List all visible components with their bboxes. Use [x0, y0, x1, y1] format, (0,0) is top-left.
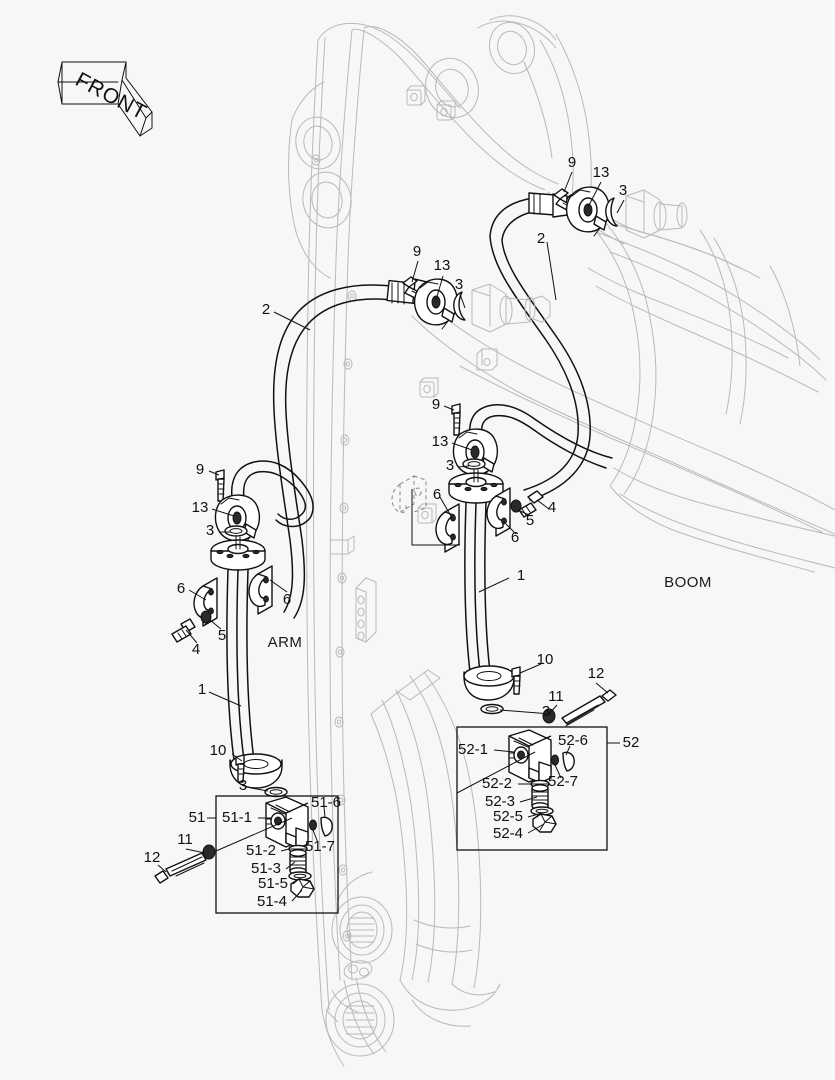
bolt-12-left	[154, 852, 207, 884]
callout-6-right-b: 6	[511, 529, 519, 546]
label-51-6: 51-6	[311, 794, 341, 811]
callout-2-top: 2	[537, 230, 545, 247]
label-51-5: 51-5	[258, 875, 288, 892]
callout-13-mid: 13	[434, 257, 451, 274]
part-51-5-oring	[288, 871, 312, 881]
callout-4-left: 4	[192, 641, 200, 658]
callout-9-top: 9	[568, 154, 576, 171]
bracket-6-alt-dashed	[391, 475, 427, 513]
oring-3-left-bottom	[264, 786, 288, 798]
detail-box-51-frame	[215, 795, 339, 914]
callout-9-mid: 9	[413, 243, 421, 260]
callout-3-right-clamp: 3	[446, 457, 454, 474]
cluster-left-pipe	[154, 469, 288, 884]
part-51-3-fitting	[289, 849, 307, 875]
label-52-3: 52-3	[485, 793, 515, 810]
oring-3-top	[605, 197, 618, 227]
bolt-9-left	[215, 469, 225, 502]
callout-4-right: 4	[548, 499, 556, 516]
label-52-6: 52-6	[558, 732, 588, 749]
detail-box-52-group	[456, 726, 608, 851]
oring-3-left	[224, 525, 248, 537]
coupling-body-mid	[471, 283, 551, 333]
bracket-6-left-b	[248, 565, 273, 615]
callout-5-left: 5	[218, 627, 226, 644]
part-51-1-valve-body	[265, 796, 309, 850]
washer-11-right	[542, 708, 556, 724]
label-52-group: 52	[623, 734, 640, 751]
callout-1-right: 1	[517, 567, 525, 584]
oring-3-mid	[453, 291, 466, 321]
callout-6-left-a: 6	[177, 580, 185, 597]
oring-3-right	[462, 458, 486, 470]
callout-6-right-a: 6	[433, 486, 441, 503]
section-label-boom: BOOM	[664, 574, 712, 591]
part-52-6-plug	[562, 751, 575, 772]
callout-9-right-clamp: 9	[432, 396, 440, 413]
callout-13-right-clamp: 13	[432, 433, 449, 450]
part-51-7-oring	[309, 819, 317, 831]
callout-9-left-clamp: 9	[196, 461, 204, 478]
pipe-flange-left	[210, 536, 266, 571]
machine-background-linework	[288, 15, 835, 1067]
bracket-6-right-a	[435, 503, 460, 553]
label-52-1: 52-1	[458, 741, 488, 758]
label-52-4: 52-4	[493, 825, 523, 842]
label-51-1: 51-1	[222, 809, 252, 826]
part-52-7-oring	[551, 754, 559, 766]
cluster-right-pipe	[448, 403, 617, 727]
washer-5-left	[200, 610, 212, 624]
callout-5-right: 5	[526, 512, 534, 529]
callout-12-right: 12	[588, 665, 605, 682]
bracket-cluster-right	[391, 475, 544, 553]
callout-11-right: 11	[548, 688, 564, 705]
callout-10-right: 10	[537, 651, 554, 668]
cluster-mid	[402, 276, 551, 333]
part-52-4-nut	[532, 813, 557, 833]
label-51-3: 51-3	[251, 860, 281, 877]
cluster-top-right	[553, 186, 688, 239]
bolt-9-right	[451, 403, 461, 436]
coupling-body-top	[625, 189, 688, 239]
callout-51: 51	[189, 809, 206, 826]
label-51-2: 51-2	[246, 842, 276, 859]
washer-11-left	[202, 844, 216, 860]
label-52-2: 52-2	[482, 775, 512, 792]
part-52-1-valve-body	[508, 729, 552, 784]
detail-box-52-frame	[456, 726, 608, 851]
part-52-5-oring	[530, 806, 554, 816]
washer-5-right	[510, 499, 522, 513]
label-51-4: 51-4	[257, 893, 287, 910]
callout-3-right-bottom: 3	[542, 703, 550, 720]
part-51-4-nut	[290, 878, 315, 898]
label-52-5: 52-5	[493, 808, 523, 825]
part-52-3-fitting	[531, 784, 549, 810]
callout-11-left: 11	[177, 831, 193, 848]
callout-12-left: 12	[144, 849, 161, 866]
label-51-7: 51-7	[305, 838, 335, 855]
callout-13-top: 13	[593, 164, 610, 181]
callout-3-left-clamp: 3	[206, 522, 214, 539]
callout-3-top: 3	[619, 182, 627, 199]
clamp-13-top	[565, 186, 611, 237]
callout-1-left: 1	[198, 681, 206, 698]
part-51-6-plug	[320, 816, 333, 837]
callout-6-left-b: 6	[283, 591, 291, 608]
leader-lines	[157, 171, 625, 902]
callout-2-mid: 2	[262, 301, 270, 318]
callout-10-left: 10	[210, 742, 227, 759]
section-label-arm: ARM	[268, 634, 303, 651]
callout-3-left-bottom: 3	[239, 777, 247, 794]
detail-box-51-group	[215, 795, 339, 914]
oring-3-right-bottom	[480, 703, 504, 715]
callout-3-mid: 3	[455, 276, 463, 293]
bolt-4-right	[518, 490, 544, 518]
bracket-cluster-left	[171, 565, 273, 643]
clamp-13-mid	[413, 278, 459, 330]
bolt-10-right	[511, 666, 521, 695]
label-52-7: 52-7	[548, 773, 578, 790]
callout-13-left-clamp: 13	[192, 499, 209, 516]
